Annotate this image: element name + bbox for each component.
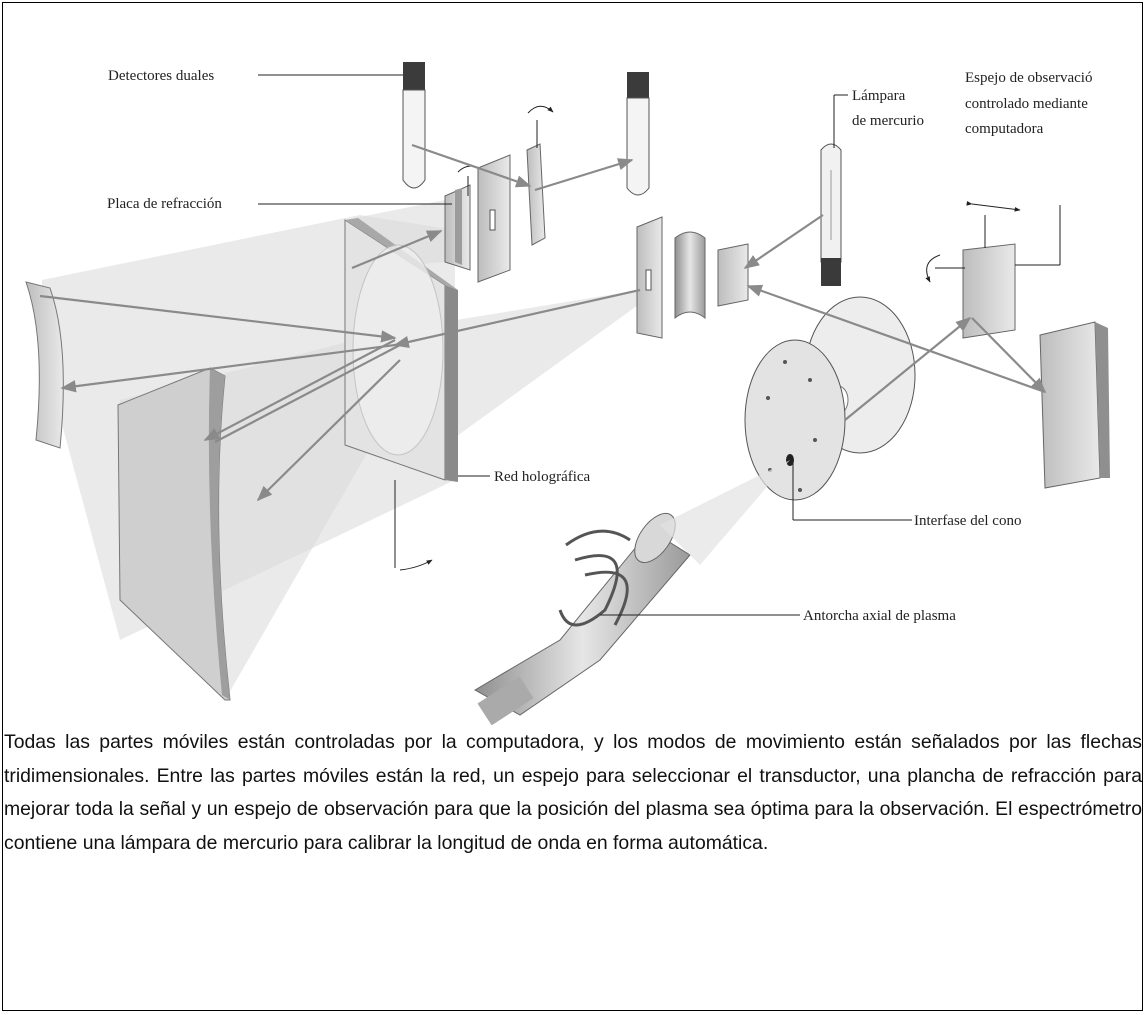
dual-detector-right <box>626 72 650 196</box>
cylindrical-lens <box>674 231 706 320</box>
dual-detector-left <box>402 62 426 189</box>
entrance-slit <box>636 216 663 339</box>
holographic-grating <box>344 218 458 571</box>
mercury-lamp <box>820 143 842 286</box>
label-cone-interface: Interfase del cono <box>914 513 1021 529</box>
refraction-plate <box>444 165 487 271</box>
label-axial-plasma-torch: Antorcha axial de plasma <box>803 608 956 624</box>
label-refraction-plate: Placa de refracción <box>107 196 222 212</box>
cone-interface <box>744 296 916 501</box>
label-dual-detectors: Detectores duales <box>108 68 214 84</box>
label-mercury-lamp-1: Lámpara <box>852 88 906 104</box>
leader-lines <box>258 74 1061 616</box>
spectrometer-diagram: Detectores duales Placa de refracción Lá… <box>25 62 1110 725</box>
label-observation-mirror-3: computadora <box>965 121 1044 137</box>
label-observation-mirror-1: Espejo de observació <box>965 70 1092 86</box>
collimating-mirror <box>25 281 64 449</box>
flat-mirror-right <box>1039 321 1110 489</box>
camera-mirror <box>117 367 231 701</box>
label-observation-mirror-2: controlado mediante <box>965 96 1088 112</box>
label-holographic-grating: Red holográfica <box>494 469 591 485</box>
figure-caption: Todas las partes móviles están controlad… <box>4 731 1142 854</box>
lamp-combiner <box>717 243 749 307</box>
transducer-selector-mirror <box>526 105 554 246</box>
slit-plate <box>477 154 511 283</box>
label-mercury-lamp-2: de mercurio <box>852 113 924 129</box>
axial-plasma-torch <box>473 460 790 725</box>
observation-mirror <box>925 200 1021 339</box>
beam-arrows <box>39 143 1047 502</box>
